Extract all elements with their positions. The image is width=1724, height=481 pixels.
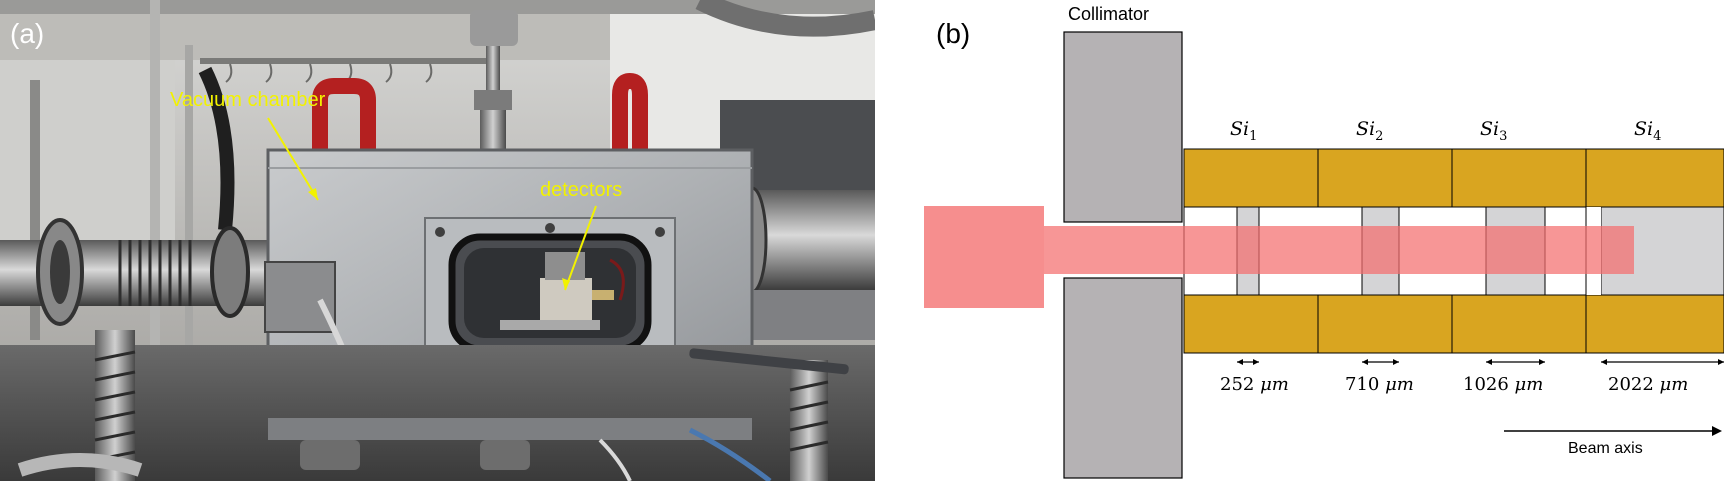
incoming-beam [924,206,1044,308]
detector-si4-bottom [1585,294,1724,354]
gap-si1-label: 252 μm [1220,374,1289,395]
detector-si2-top [1317,148,1453,208]
gap-si3-label: 1026 μm [1463,374,1544,395]
detector-si4-top [1585,148,1724,208]
gap-si2-label: 710 μm [1345,374,1414,395]
experimental-setup-photo [0,0,875,481]
detectors-annotation: detectors [540,179,623,201]
si4-label: Si4 [1634,118,1662,144]
vacuum-chamber-annotation: Vacuum chamber [170,89,326,111]
collimated-beam [1044,226,1634,274]
si1-label: Si1 [1230,118,1258,144]
photo-panel-a: (a) Vacuum chamber detectors [0,0,875,481]
detector-si2-bottom [1317,294,1453,354]
detector-si3-bottom [1451,294,1587,354]
beam-axis-label: Beam axis [1568,440,1643,457]
detectors-arrow [564,205,597,291]
collimator-top [1063,31,1183,223]
gap-si4-label: 2022 μm [1608,374,1689,395]
vacuum-chamber-arrow [267,117,319,201]
detector-si1-top [1183,148,1319,208]
panel-a-label: (a) [10,18,45,49]
schematic-panel-b: (b) Collimator Si1 Si2 Si3 Si4 252 μm 71… [880,0,1724,481]
si2-label: Si2 [1356,118,1384,144]
detector-si3-top [1451,148,1587,208]
collimator-label: Collimator [1068,4,1150,24]
detector-si1-bottom [1183,294,1319,354]
si3-label: Si3 [1480,118,1508,144]
detector-stack-schematic [924,31,1724,479]
panel-b-label: (b) [936,18,971,49]
collimator-bottom [1063,277,1183,479]
